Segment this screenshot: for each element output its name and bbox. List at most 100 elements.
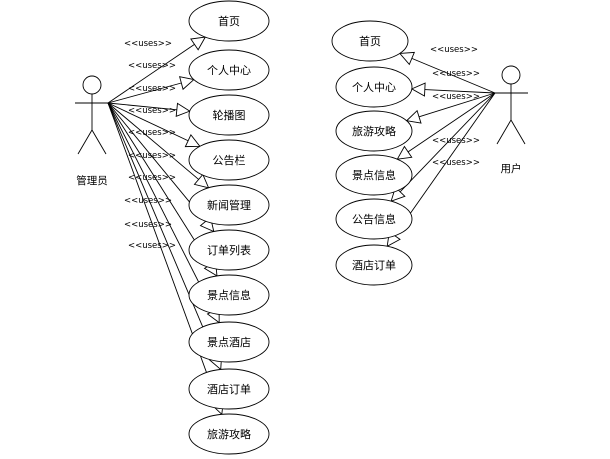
user-uses-label-0: <<uses>> [430, 45, 478, 55]
user-association-3-arrowhead [396, 145, 413, 160]
admin-association-4-arrowhead [193, 173, 210, 189]
user-use-case-5-shape [335, 244, 413, 286]
admin-use-case-4-shape [188, 184, 270, 226]
user-use-case-1-shape [335, 66, 413, 108]
user-use-case-3-shape [335, 154, 413, 196]
admin-use-case-5-label: 订单列表 [207, 243, 251, 257]
user-association-0-arrowhead [398, 51, 416, 66]
admin-use-case-8: 酒店订单 [188, 368, 270, 410]
admin-actor-left-leg [77, 129, 93, 155]
admin-use-case-7: 景点酒店 [188, 321, 270, 363]
admin-actor-label: 管理员 [76, 174, 108, 187]
user-association-2-arrowhead [405, 109, 422, 124]
admin-use-case-8-shape [188, 368, 270, 410]
admin-use-case-7-shape [188, 321, 270, 363]
admin-uses-label-7: <<uses>> [124, 196, 172, 206]
admin-use-case-6-shape [188, 274, 270, 316]
user-uses-label-2: <<uses>> [432, 92, 480, 102]
user-association-3-line [407, 92, 496, 153]
admin-use-case-7-label: 景点酒店 [207, 335, 251, 349]
user-association-0-line [411, 57, 496, 94]
admin-use-case-3-shape [188, 139, 270, 181]
admin-use-case-1-shape [188, 49, 270, 91]
user-use-case-5-label: 酒店订单 [352, 258, 396, 272]
admin-use-case-0-label: 首页 [218, 14, 240, 28]
user-association-1-arrowhead [410, 82, 426, 97]
admin-uses-label-5: <<uses>> [128, 151, 176, 161]
user-associations [386, 51, 496, 248]
user-use-case-3: 景点信息 [335, 154, 413, 196]
user-use-case-5: 酒店订单 [335, 244, 413, 286]
user-use-case-2-shape [335, 110, 413, 152]
admin-association-4-line [107, 102, 199, 180]
admin-use-case-0: 首页 [188, 0, 270, 42]
user-association-1-line [424, 89, 496, 94]
user-use-case-2: 旅游攻略 [335, 110, 413, 152]
admin-uses-label-6: <<uses>> [128, 173, 176, 183]
admin-association-0-arrowhead [190, 36, 207, 51]
admin-association-1-arrowhead [179, 76, 195, 91]
admin-association-7-line [107, 102, 214, 312]
admin-association-0-line [107, 44, 195, 104]
admin-actor-right-leg [91, 129, 107, 155]
user-use-case-3-label: 景点信息 [352, 168, 396, 182]
admin-uses-label-1: <<uses>> [128, 61, 176, 71]
user-use-case-4-shape [335, 198, 413, 240]
user-uses-label-4: <<uses>> [432, 158, 480, 168]
admin-use-case-9: 旅游攻略 [188, 413, 270, 455]
admin-use-case-6: 景点信息 [188, 274, 270, 316]
user-actor-left-leg [496, 119, 512, 145]
admin-associations [107, 36, 224, 416]
admin-use-case-0-shape [188, 0, 270, 42]
user-association-2-line [418, 92, 496, 118]
admin-use-case-5: 订单列表 [188, 229, 270, 271]
admin-use-case-6-label: 景点信息 [207, 288, 251, 302]
admin-use-case-5-shape [188, 229, 270, 271]
admin-use-case-9-shape [188, 413, 270, 455]
admin-use-case-2-label: 轮播图 [213, 108, 246, 122]
user-actor: 用户 [494, 65, 528, 175]
user-use-case-1: 个人中心 [335, 66, 413, 108]
user-use-case-0-shape [331, 20, 409, 62]
admin-uses-label-4: <<uses>> [128, 128, 176, 138]
admin-association-2-arrowhead [175, 102, 191, 117]
user-actor-right-leg [510, 119, 526, 145]
admin-use-case-4: 新闻管理 [188, 184, 270, 226]
admin-use-case-2: 轮播图 [188, 94, 270, 136]
user-use-case-0-label: 首页 [359, 34, 381, 48]
admin-use-case-1: 个人中心 [188, 49, 270, 91]
admin-use-case-2-shape [188, 94, 270, 136]
admin-uses-label-9: <<uses>> [128, 241, 176, 251]
user-uses-label-3: <<uses>> [432, 136, 480, 146]
admin-uses-label-0: <<uses>> [124, 39, 172, 49]
user-use-case-1-label: 个人中心 [352, 81, 396, 94]
admin-use-case-1-label: 个人中心 [207, 64, 251, 77]
user-use-case-2-label: 旅游攻略 [352, 124, 396, 138]
admin-association-2-line [107, 102, 177, 111]
admin-use-case-3-label: 公告栏 [213, 153, 246, 167]
user-uses-label-1: <<uses>> [432, 69, 480, 79]
admin-association-3-line [107, 102, 189, 142]
admin-association-6-line [107, 102, 211, 266]
admin-association-8-line [107, 102, 217, 358]
admin-actor: 管理员 [75, 75, 109, 187]
user-use-case-4-label: 公告信息 [352, 212, 396, 226]
user-association-4-line [399, 92, 496, 193]
stereotype-labels: <<uses>> <<uses>> <<uses>> <<uses>> <<uses>>… [124, 39, 480, 251]
user-association-5-line [394, 92, 496, 236]
user-actor-label: 用户 [501, 162, 522, 175]
admin-use-case-4-label: 新闻管理 [207, 198, 251, 212]
admin-association-1-line [107, 82, 182, 104]
admin-actor-head [82, 75, 102, 95]
admin-uses-label-8: <<uses>> [124, 220, 172, 230]
admin-use-case-8-label: 酒店订单 [207, 382, 251, 396]
admin-use-case-9-label: 旅游攻略 [207, 427, 251, 441]
user-use-case-0: 首页 [331, 20, 409, 62]
admin-uses-label-3: <<uses>> [128, 106, 176, 116]
admin-uses-label-2: <<uses>> [128, 84, 176, 94]
user-use-case-4: 公告信息 [335, 198, 413, 240]
admin-association-3-arrowhead [184, 134, 201, 148]
